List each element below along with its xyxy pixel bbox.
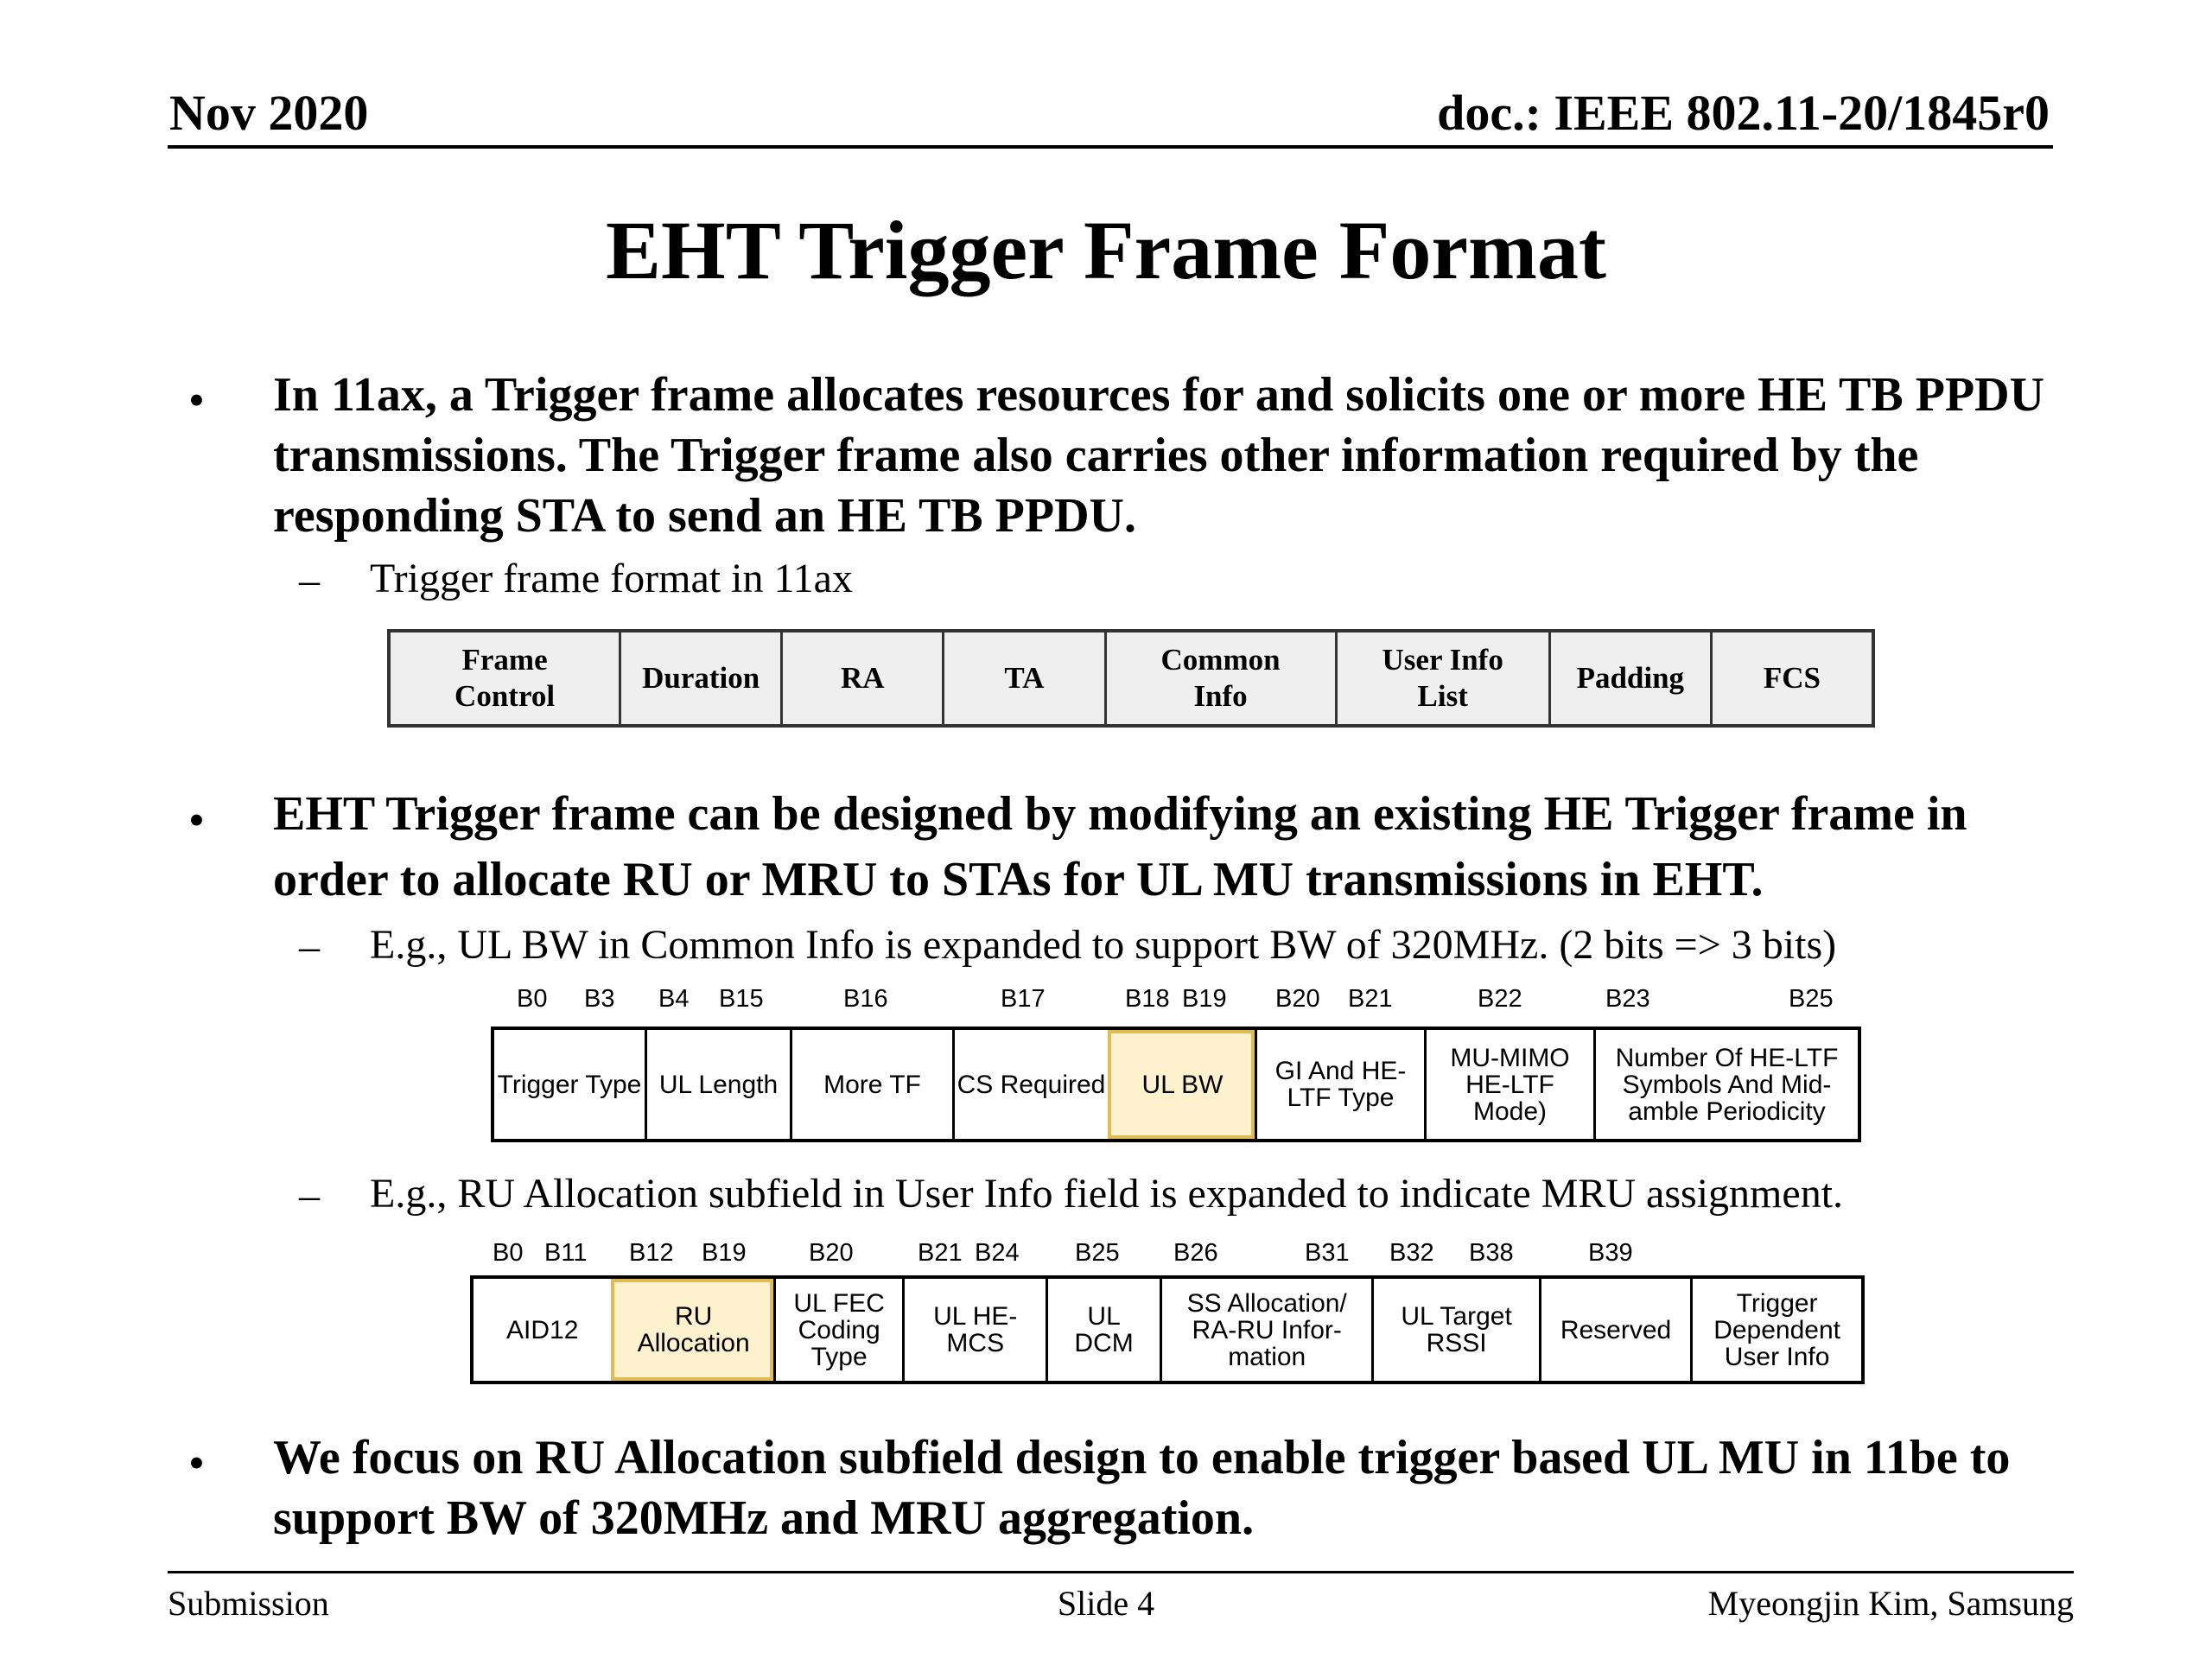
bit-label: B22 (1478, 985, 1522, 1013)
header-doc-id: doc.: IEEE 802.11-20/1845r0 (1437, 85, 2050, 141)
user-info-field-table: AID12 RU Allocation UL FEC Coding Type U… (470, 1275, 1865, 1384)
field-ul-fec-coding-type: UL FEC Coding Type (772, 1279, 903, 1381)
dash-marker-3: – (299, 1173, 320, 1218)
bit-label: B39 (1588, 1239, 1633, 1267)
bit-label: B19 (702, 1239, 747, 1267)
field-ul-dcm: UL DCM (1046, 1279, 1160, 1381)
bit-label: B11 (544, 1239, 588, 1267)
bit-label: B0 (493, 1239, 524, 1267)
bit-label: B26 (1173, 1239, 1218, 1267)
footer-slide-number: Slide 4 (1057, 1584, 1155, 1623)
bullet-3: We focus on RU Allocation subfield desig… (273, 1431, 2011, 1545)
field-ss-allocation-ra-ru-information: SS Allocation/ RA-RU Infor-mation (1160, 1279, 1371, 1381)
dash-marker-2: – (299, 924, 320, 969)
field-reserved: Reserved (1538, 1279, 1690, 1381)
frame-field-ra: RA (780, 632, 942, 724)
bullet-marker-3: • (188, 1437, 205, 1489)
subbullet-1: Trigger frame format in 11ax (370, 556, 853, 601)
bit-label: B15 (719, 985, 764, 1013)
bit-label: B32 (1389, 1239, 1434, 1267)
field-ul-he-mcs: UL HE-MCS (902, 1279, 1046, 1381)
header-rule (168, 145, 2053, 149)
frame-field-fcs: FCS (1709, 632, 1872, 724)
subbullet-2: E.g., UL BW in Common Info is expanded t… (370, 922, 1837, 968)
field-ul-target-rssi: UL Target RSSI (1371, 1279, 1538, 1381)
bit-label: B25 (1075, 1239, 1120, 1267)
bit-label: B20 (1275, 985, 1320, 1013)
bit-label: B24 (975, 1239, 1020, 1267)
bit-label: B3 (584, 985, 615, 1013)
footer-author: Myeongjin Kim, Samsung (1707, 1584, 2074, 1623)
field-gi-and-he-ltf-type: GI And HE-LTF Type (1255, 1030, 1424, 1139)
footer-submission: Submission (168, 1584, 329, 1623)
footer-rule (168, 1571, 2074, 1573)
field-ul-length: UL Length (645, 1030, 790, 1139)
frame-field-user-info-list: User Info List (1334, 632, 1548, 724)
bit-label: B20 (809, 1239, 854, 1267)
bullet-marker-1: • (188, 374, 205, 426)
bit-label: B31 (1305, 1239, 1350, 1267)
bit-label: B19 (1182, 985, 1227, 1013)
bit-label: B38 (1469, 1239, 1514, 1267)
bit-label: B21 (1348, 985, 1393, 1013)
field-aid12: AID12 (506, 1315, 579, 1344)
bit-label: B16 (843, 985, 888, 1013)
field-cs-required: CS Required (952, 1030, 1108, 1139)
bit-label: B12 (629, 1239, 674, 1267)
bit-label: B4 (658, 985, 690, 1013)
slide-title: EHT Trigger Frame Format (606, 204, 1606, 296)
frame-field-duration: Duration (619, 632, 780, 724)
frame-field-ta: TA (942, 632, 1103, 724)
bit-label: B25 (1789, 985, 1834, 1013)
bullet-marker-2: • (188, 794, 205, 846)
frame-field-frame-control: Frame Control (454, 643, 556, 713)
field-mu-mimo-he-ltf-mode: MU-MIMO HE-LTF Mode) (1424, 1030, 1593, 1139)
bullet-2: EHT Trigger frame can be designed by mod… (273, 787, 1967, 906)
bit-label: B21 (918, 1239, 963, 1267)
common-info-field-table: Trigger Type UL Length More TF CS Requir… (491, 1027, 1861, 1142)
field-ul-bw: UL BW (1108, 1030, 1255, 1139)
header-date: Nov 2020 (169, 85, 369, 141)
field-trigger-dependent-user-info: Trigger Dependent User Info (1690, 1279, 1861, 1381)
bullet-1: In 11ax, a Trigger frame allocates resou… (273, 368, 2045, 543)
bit-label: B23 (1605, 985, 1650, 1013)
field-trigger-type: Trigger Type (497, 1070, 642, 1099)
dash-marker-1: – (299, 557, 320, 603)
subbullet-3: E.g., RU Allocation subfield in User Inf… (370, 1171, 1844, 1217)
frame-field-padding: Padding (1548, 632, 1710, 724)
bit-label: B0 (517, 985, 548, 1013)
field-number-of-he-ltf-symbols: Number Of HE-LTF Symbols And Mid-amble P… (1593, 1030, 1858, 1139)
field-ru-allocation: RU Allocation (611, 1279, 773, 1381)
bit-label: B17 (1001, 985, 1046, 1013)
frame-field-common-info: Common Info (1103, 632, 1335, 724)
field-more-tf: More TF (790, 1030, 952, 1139)
bit-label: B18 (1125, 985, 1170, 1013)
trigger-frame-format-table: Frame Control Duration RA TA Common Info… (387, 629, 1875, 728)
